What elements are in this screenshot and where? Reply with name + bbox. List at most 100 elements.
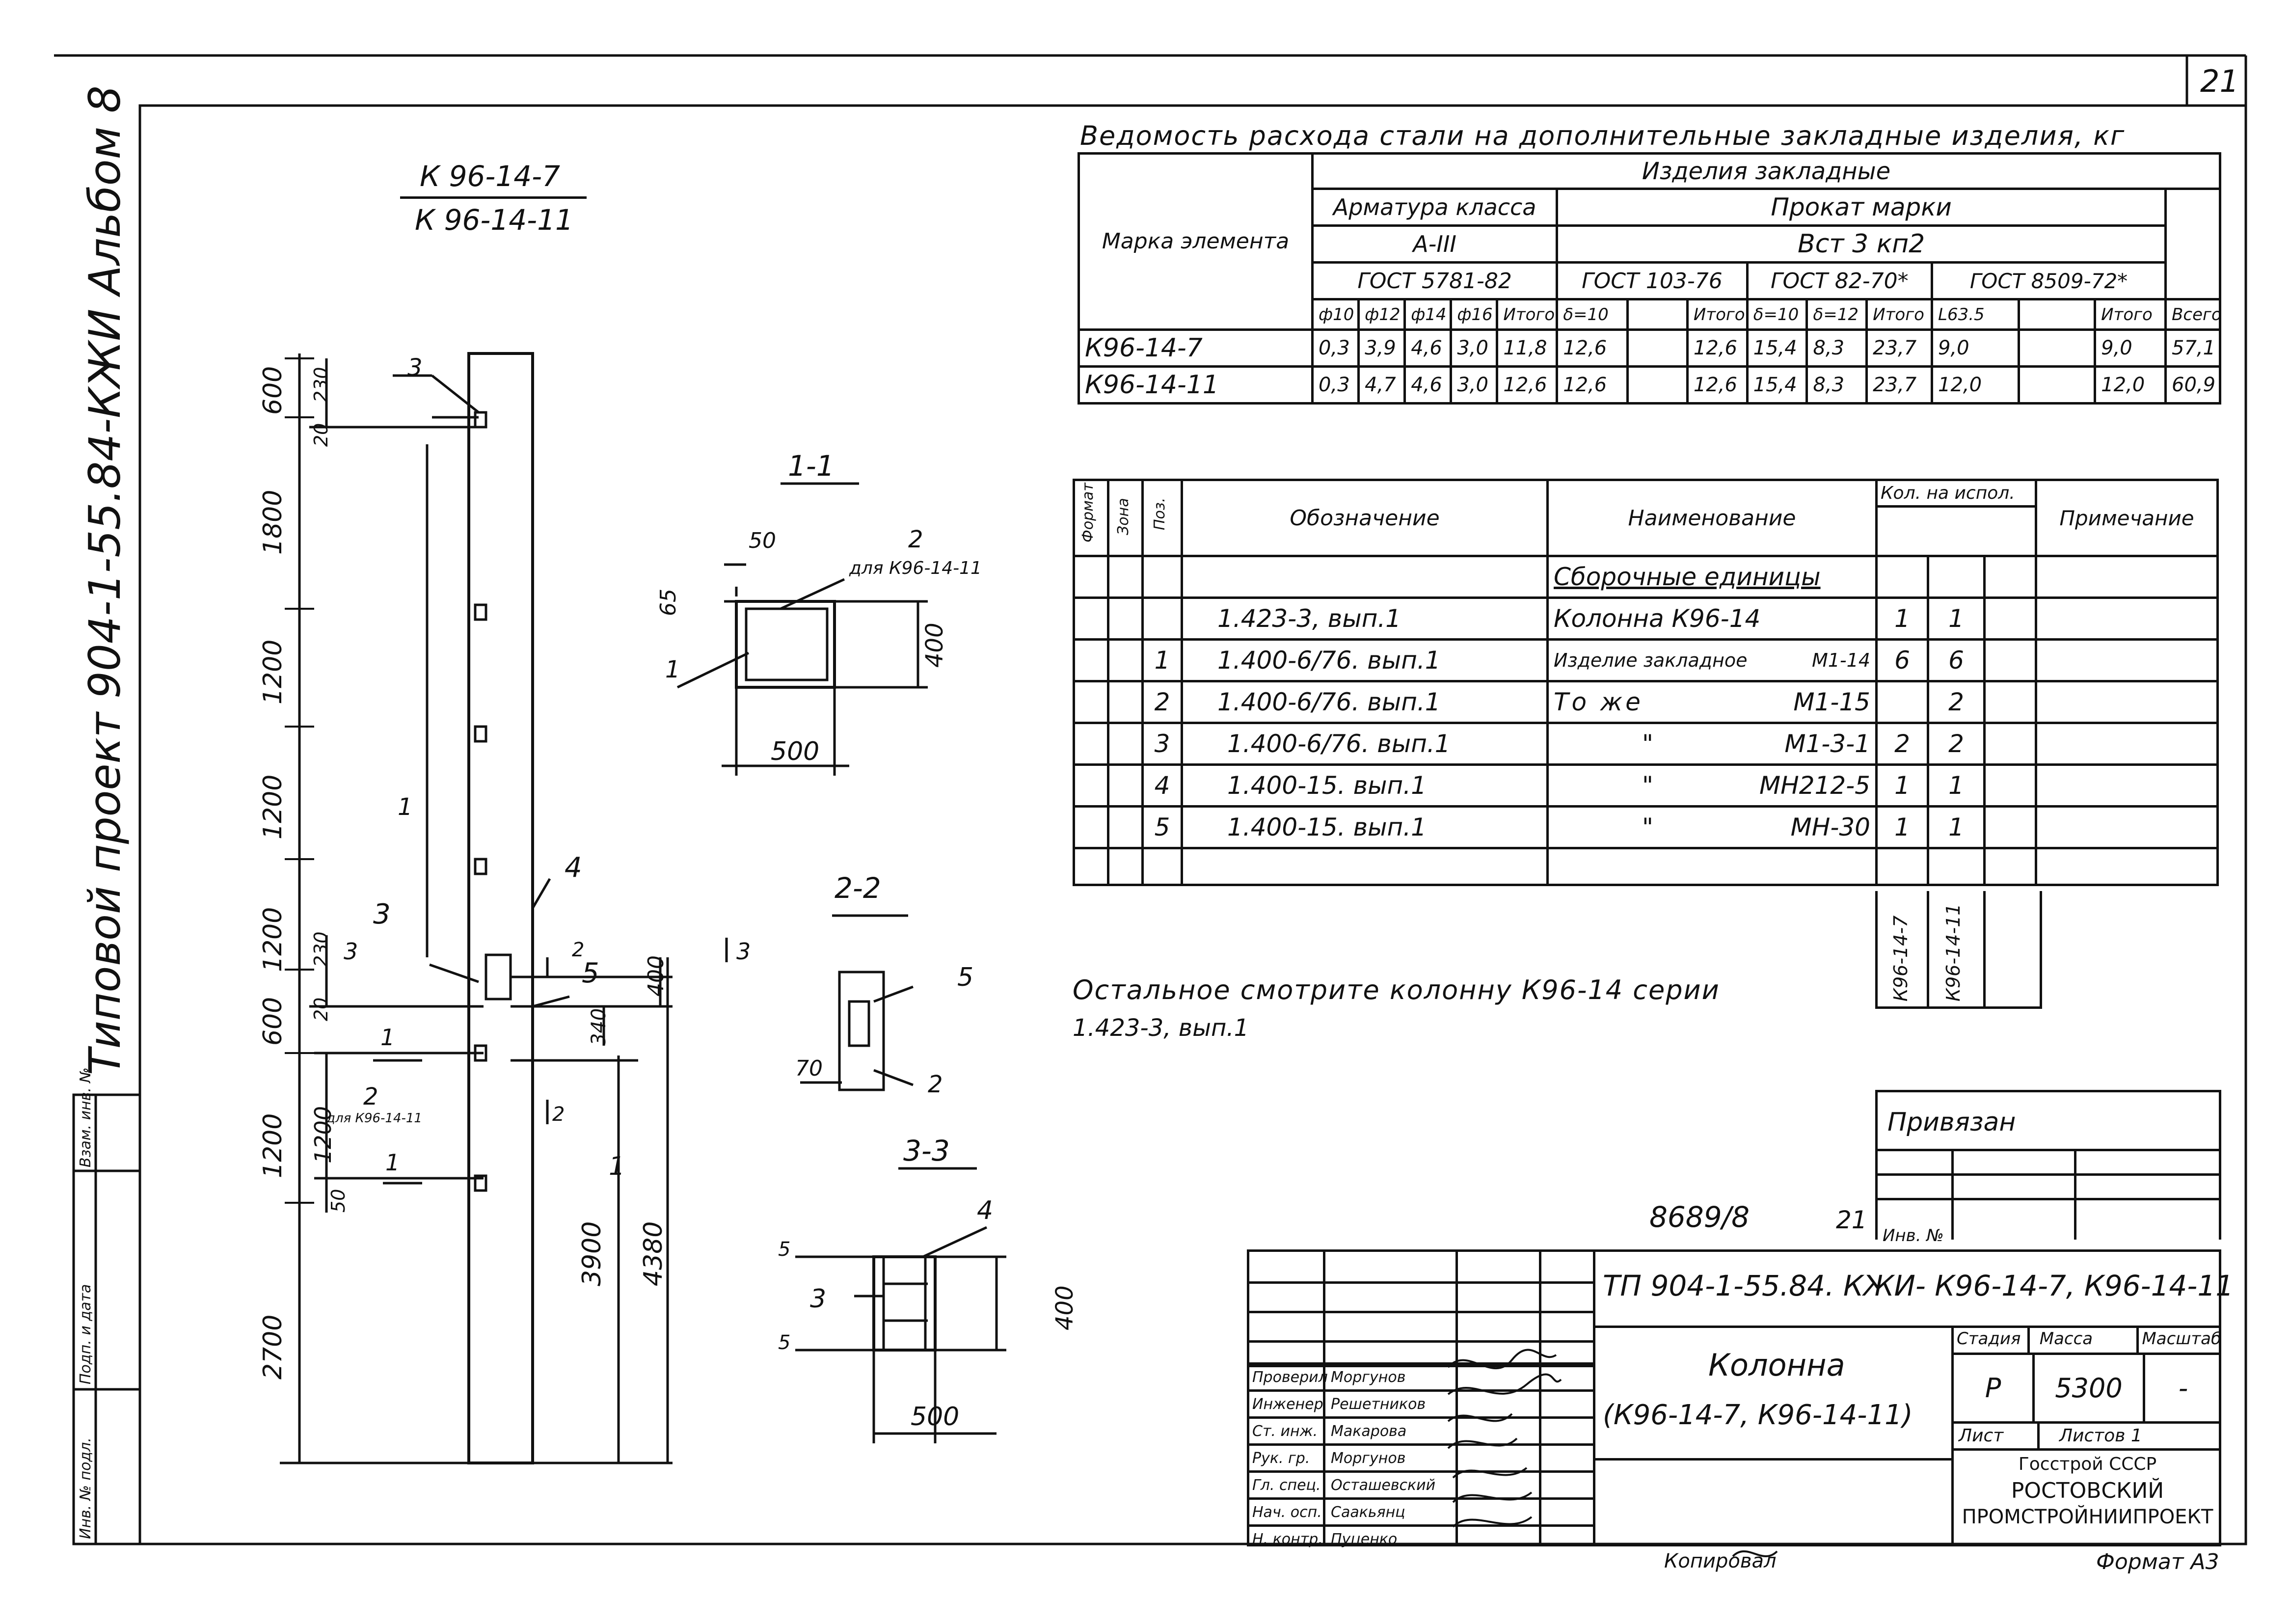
table-row: 4 1.400-15. вып.1 "МН212-5 1 1: [1073, 763, 2219, 808]
table-row: К96-14-7 0,3 3,9 4,6 3,0 11,8 12,6 12,6 …: [1077, 328, 2221, 368]
elevation-marks: К 96-14-7 К 96-14-11: [400, 162, 587, 234]
header-gost-5781: ГОСТ 5781-82: [1311, 261, 1559, 300]
section-3-3-dim-400: 400: [1051, 1285, 1078, 1330]
spec-qty-2: 6: [1927, 638, 1986, 682]
spec-section-assemblies: Сборочные единицы: [1546, 555, 1878, 599]
spec-header-zone-cell: Зона: [1107, 479, 1144, 557]
spec-name-code: МН-30: [1790, 813, 1870, 841]
dim-400-right: 400: [644, 955, 669, 997]
spec-pos: 2: [1141, 680, 1183, 724]
cell: 11,8: [1496, 328, 1559, 368]
cell: 0,3: [1311, 365, 1360, 405]
section-3-3-dim-5-top: 5: [778, 1238, 791, 1261]
binding-block: Привязан Инв. №: [1875, 1090, 2221, 1244]
scale-header: Масштаб: [2142, 1329, 2221, 1349]
person-role: Рук. гр.: [1252, 1449, 1310, 1467]
person-name: Саакьянц: [1331, 1503, 1405, 1521]
dim-600-top: 600: [258, 366, 288, 415]
header-embedded-items: Изделия закладные: [1311, 152, 2221, 190]
dim-4380: 4380: [639, 1221, 668, 1286]
header-gost-8509: ГОСТ 8509-72*: [1931, 261, 2167, 300]
org-institute: ПРОМСТРОЙНИИПРОЕКТ: [1962, 1506, 2213, 1528]
cell: 4,6: [1403, 328, 1453, 368]
sig-grid-row: [1249, 1365, 1593, 1367]
cell: [1626, 365, 1689, 405]
spec-qty-1: 1: [1875, 763, 1929, 808]
header-gost-103: ГОСТ 103-76: [1556, 261, 1749, 300]
person-role: Инженер: [1252, 1395, 1323, 1413]
section-1-1-dim-400: 400: [921, 623, 948, 668]
sig-grid-row: [1249, 1340, 1593, 1343]
cell: 4,6: [1403, 365, 1453, 405]
mark-k96-14-11: К 96-14-11: [415, 203, 573, 237]
cell: 0,3: [1311, 328, 1360, 368]
dim-1800: 1800: [258, 489, 288, 555]
spec-name-code: М1-14: [1811, 650, 1870, 671]
section-2-2-dim-70: 70: [795, 1056, 823, 1081]
cell: [2018, 365, 2097, 405]
spec-name-text: Изделие закладное: [1554, 650, 1748, 671]
dim-340: 340: [588, 1008, 610, 1046]
cell: 12,6: [1496, 365, 1559, 405]
steel-table-column-headers: ф10 ф12 ф14 ф16 Итого δ=10 Итого δ=10 δ=…: [1079, 298, 2221, 331]
person-name: Моргунов: [1331, 1368, 1406, 1386]
exec-label-k96-14-11: К96-14-11: [1942, 903, 1964, 1001]
pos-label-2: 2: [363, 1083, 378, 1110]
spec-name-text: ": [1642, 771, 1653, 800]
cell: 12,6: [1686, 365, 1749, 405]
side-stamp-inv-original: Инв. № подл.: [77, 1437, 94, 1539]
spec-pos: 1: [1141, 638, 1183, 682]
signature-row: Рук. гр.Моргунов: [1249, 1443, 1593, 1470]
spec-pos: 5: [1141, 805, 1183, 849]
section-3-3-dim-5-bottom: 5: [778, 1331, 791, 1354]
person-name: Пуценко: [1331, 1530, 1398, 1548]
col-head: ф12: [1357, 298, 1406, 331]
spec-name: "М1-3-1: [1546, 722, 1878, 766]
cell: 4,7: [1357, 365, 1406, 405]
header-gost-82: ГОСТ 82-70*: [1746, 261, 1934, 300]
dim-1200-a: 1200: [258, 639, 288, 704]
spec-name-text: Колонна К96-14: [1554, 604, 1761, 633]
cell: 9,0: [2094, 328, 2167, 368]
cell: [1626, 328, 1689, 368]
table-row: 5 1.400-15. вып.1 "МН-30 1 1: [1073, 805, 2219, 849]
mass-header: Масса: [2030, 1326, 2139, 1353]
spec-pos: 4: [1141, 763, 1183, 808]
col-head: [2018, 298, 2097, 331]
dim-1200-c: 1200: [258, 907, 288, 972]
dim-2700: 2700: [258, 1314, 288, 1380]
spec-qty-1: 1: [1875, 805, 1929, 849]
spec-designation: 1.400-6/76. вып.1: [1181, 680, 1549, 724]
section-2-2-label-2: 2: [928, 1071, 943, 1098]
exec-col-divider-2: [1983, 891, 1986, 1006]
spec-designation: 1.400-15. вып.1: [1181, 763, 1549, 808]
cell: 3,0: [1450, 328, 1499, 368]
drawing-name: Колонна: [1708, 1347, 1845, 1383]
spec-header-format: Формат: [1079, 483, 1097, 542]
sheet-row: Лист Листов 1: [1954, 1424, 2221, 1451]
binding-label: Привязан: [1887, 1108, 2016, 1137]
spec-header-pos: Поз.: [1151, 497, 1168, 530]
spec-header-name: Наименование: [1546, 479, 1878, 557]
dim-1200-d: 1200: [258, 1113, 288, 1178]
spec-exec-columns: К96-14-7 К96-14-11: [1875, 891, 2042, 1009]
table-row: 3 1.400-6/76. вып.1 "М1-3-1 2 2: [1073, 722, 2219, 766]
col-head: δ=10: [1746, 298, 1808, 331]
person-name: Макарова: [1331, 1422, 1407, 1440]
cell: 8,3: [1805, 365, 1868, 405]
pos-label-4: 4: [565, 852, 582, 884]
cut-mark-3-left: 3: [344, 938, 358, 965]
sheet-label: Лист: [1954, 1424, 2040, 1448]
cell: 15,4: [1746, 365, 1808, 405]
col-head: δ=10: [1556, 298, 1629, 331]
section-3-3-label-4: 4: [977, 1196, 994, 1225]
dim-20-mid: 20: [310, 997, 332, 1021]
sig-grid-row: [1249, 1311, 1593, 1313]
doc-number: 8689/8: [1649, 1200, 1750, 1234]
spec-qty-2: 1: [1927, 763, 1986, 808]
stage-grid: Стадия Масса Масштаб Р 5300 - Лист Листо…: [1951, 1326, 2221, 1544]
spec-header-note: Примечание: [2035, 479, 2219, 557]
cell: 12,6: [1686, 328, 1749, 368]
sig-grid-col: [1539, 1252, 1541, 1544]
